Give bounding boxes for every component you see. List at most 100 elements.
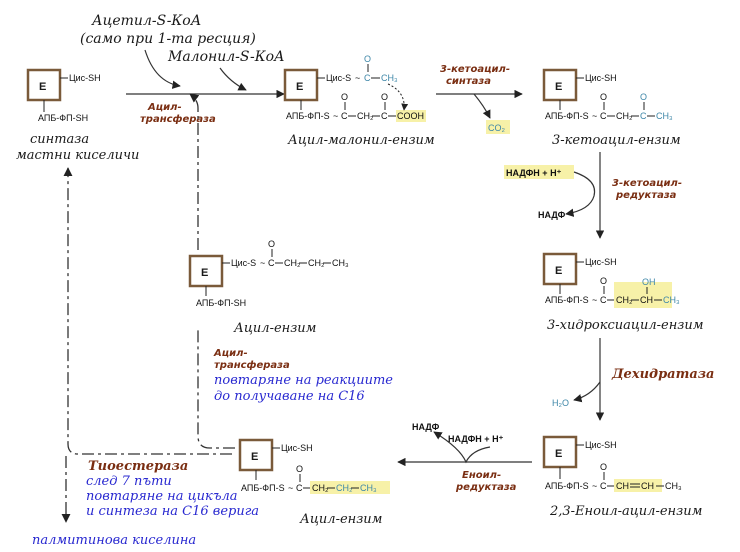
svg-text:~: ~ xyxy=(333,111,338,121)
svg-text:CH₂: CH₂ xyxy=(284,258,301,268)
svg-text:C: C xyxy=(296,483,303,493)
svg-text:C: C xyxy=(600,481,607,491)
malonyl-arrow xyxy=(219,67,247,91)
svg-text:CH₂: CH₂ xyxy=(308,258,325,268)
svg-text:E: E xyxy=(555,448,562,460)
repeat-note-2: до получаване на С16 xyxy=(214,389,365,404)
svg-text:~: ~ xyxy=(288,483,293,493)
enoyl-label: 2,3-Еноил-ацил-ензим xyxy=(549,504,702,519)
acyl-enzyme-bottom-label: Ацил-ензим xyxy=(299,512,382,527)
svg-text:O: O xyxy=(364,54,371,64)
enoyl-nadp-label: НАДФ xyxy=(412,422,440,432)
svg-text:АПБ-ФП-S: АПБ-ФП-S xyxy=(545,111,589,121)
svg-text:~: ~ xyxy=(592,481,597,491)
svg-text:Цис-SH: Цис-SH xyxy=(585,257,617,267)
svg-text:CH: CH xyxy=(641,481,654,491)
svg-text:E: E xyxy=(251,451,258,463)
acyl-transferase-mid-2: трансфераза xyxy=(214,359,290,371)
malonyl-coa-label: Малонил-S-КоА xyxy=(167,49,285,65)
synthase-label-1: синтаза xyxy=(30,132,89,147)
thioesterase-label: Тиоестераза xyxy=(88,459,188,474)
svg-text:E: E xyxy=(555,81,562,93)
enoyl-enzyme: E Цис-SH АПБ-ФП-S ~ C O CH CH CH₃ xyxy=(542,435,682,492)
ketoacyl-reductase-2: редуктаза xyxy=(615,190,677,201)
acetyl-arrow xyxy=(144,49,181,89)
acyl-enzyme-mid-label: Ацил-ензим xyxy=(233,321,316,336)
svg-text:O: O xyxy=(341,92,348,102)
svg-text:E: E xyxy=(296,81,303,93)
svg-text:CH₂: CH₂ xyxy=(616,111,633,121)
ketoacyl-enzyme: E Цис-SH АПБ-ФП-S ~ C O CH₂ C O CH₃ xyxy=(542,68,673,121)
svg-text:АПБ-ФП-SH: АПБ-ФП-SH xyxy=(196,298,246,308)
svg-text:C: C xyxy=(600,295,607,305)
after-note-3: и синтеза на С16 верига xyxy=(86,504,259,519)
svg-text:COOH: COOH xyxy=(397,111,424,121)
svg-text:CH: CH xyxy=(640,295,653,305)
svg-text:E: E xyxy=(39,81,46,93)
svg-text:CH₂: CH₂ xyxy=(336,483,353,493)
svg-text:CH₃: CH₃ xyxy=(656,111,673,121)
svg-text:CH₃: CH₃ xyxy=(360,483,377,493)
svg-text:CH₃: CH₃ xyxy=(665,481,682,491)
acyl-transferase-top-2: трансфераза xyxy=(140,113,216,125)
svg-text:АПБ-ФП-S: АПБ-ФП-S xyxy=(545,481,589,491)
svg-text:~: ~ xyxy=(355,73,360,83)
repeat-note-1: повтаряне на реакциите xyxy=(214,373,393,388)
synthase-enzyme: E Цис-SH АПБ-ФП-SH xyxy=(26,68,101,123)
thioesterase-up-path xyxy=(63,167,232,455)
synthase-label-2: мастни киселичи xyxy=(16,148,139,163)
svg-text:АПБ-ФП-S: АПБ-ФП-S xyxy=(241,483,285,493)
enoyl-reductase-2: редуктаза xyxy=(455,482,517,493)
ketoacyl-synthase-2: синтаза xyxy=(446,76,491,87)
svg-text:O: O xyxy=(600,276,607,286)
acyl-malonyl-enzyme: E Цис-S ~ C O CH₃ АПБ-ФП-S ~ C O CH₂ C O… xyxy=(283,54,426,122)
first-reaction-note: (само при 1-та ресция) xyxy=(80,31,256,47)
svg-text:~: ~ xyxy=(592,295,597,305)
svg-text:АПБ-ФП-SH: АПБ-ФП-SH xyxy=(38,113,88,123)
acyl-transferase-mid-1: Ацил- xyxy=(213,348,248,359)
ketoacyl-synthase-1: 3-кетоацил- xyxy=(440,64,510,75)
svg-text:C: C xyxy=(364,73,371,83)
svg-text:O: O xyxy=(600,92,607,102)
nadph-curve xyxy=(565,171,596,217)
svg-text:O: O xyxy=(381,92,388,102)
acyl-enzyme-mid: E Цис-S ~ C O CH₂ CH₂ CH₃ АПБ-ФП-SH xyxy=(188,239,349,308)
svg-text:CH₂: CH₂ xyxy=(616,295,633,305)
svg-text:АПБ-ФП-S: АПБ-ФП-S xyxy=(545,295,589,305)
svg-text:Цис-S: Цис-S xyxy=(326,73,351,83)
svg-text:Цис-SH: Цис-SH xyxy=(585,73,617,83)
dehydratase-label: Дехидратаза xyxy=(611,367,714,382)
svg-text:C: C xyxy=(268,258,275,268)
co2-arrow xyxy=(473,93,491,119)
svg-text:O: O xyxy=(600,462,607,472)
water-label: H₂O xyxy=(552,398,569,408)
enoyl-reductase-1: Еноил- xyxy=(462,470,501,481)
svg-text:CH₂: CH₂ xyxy=(357,111,374,121)
svg-text:Цис-SH: Цис-SH xyxy=(585,440,617,450)
svg-text:Цис-SH: Цис-SH xyxy=(281,443,313,453)
acyl-transferase-top-1: Ацил- xyxy=(147,102,182,113)
ketoacyl-label: 3-кетоацил-ензим xyxy=(552,133,681,148)
svg-text:CH₃: CH₃ xyxy=(663,295,680,305)
svg-text:Цис-SH: Цис-SH xyxy=(69,73,101,83)
svg-text:C: C xyxy=(381,111,388,121)
svg-text:O: O xyxy=(640,92,647,102)
svg-text:E: E xyxy=(201,267,208,279)
after-note-1: след 7 пъти xyxy=(86,474,172,489)
enoyl-nadph-curve xyxy=(433,431,491,464)
water-curve xyxy=(573,381,601,403)
svg-text:C: C xyxy=(341,111,348,121)
svg-text:O: O xyxy=(268,239,275,249)
svg-text:C: C xyxy=(600,111,607,121)
svg-text:CH₂: CH₂ xyxy=(312,483,329,493)
svg-text:E: E xyxy=(555,265,562,277)
nadp-label: НАДФ xyxy=(538,210,566,220)
svg-text:OH: OH xyxy=(642,277,656,287)
repeat-loop-top xyxy=(189,93,200,250)
nadph-label: НАДФН + Н⁺ xyxy=(506,168,562,178)
enoyl-nadph-label: НАДФН + Н⁺ xyxy=(448,434,504,444)
hydroxyacyl-label: 3-хидроксиацил-ензим xyxy=(547,318,704,333)
hydroxyacyl-enzyme: E Цис-SH АПБ-ФП-S ~ C O CH₂ CH OH CH₃ xyxy=(542,252,680,308)
ketoacyl-reductase-1: 3-кетоацил- xyxy=(612,178,682,189)
svg-text:~: ~ xyxy=(592,111,597,121)
